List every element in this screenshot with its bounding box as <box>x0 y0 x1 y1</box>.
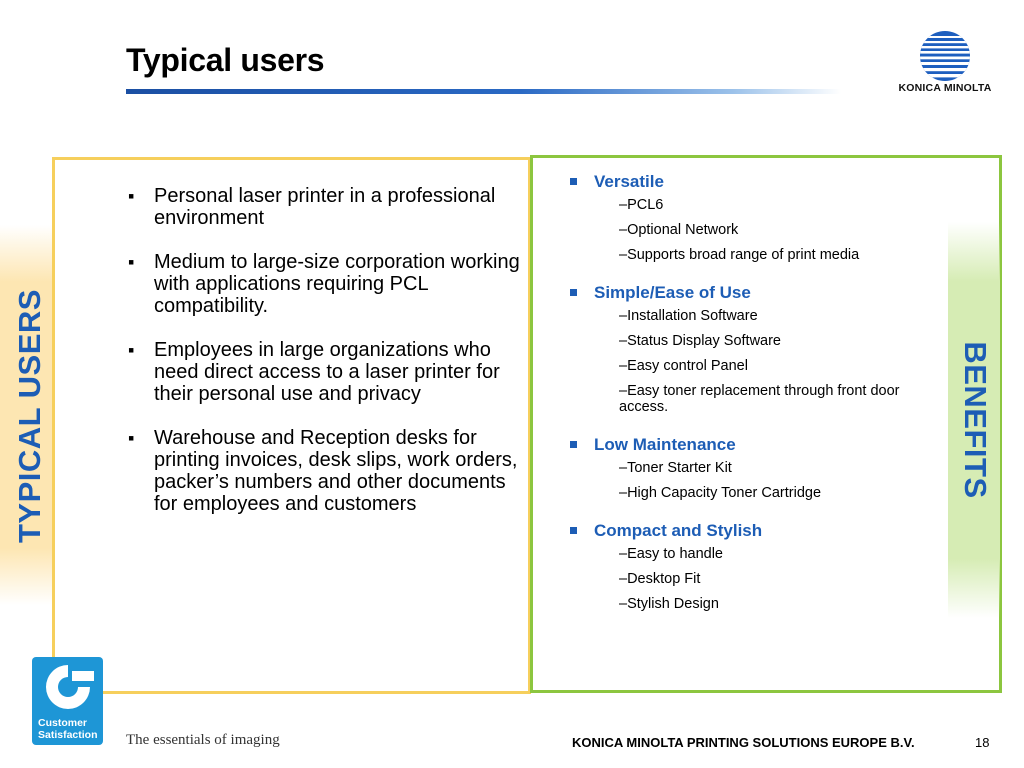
bullet-icon <box>570 289 577 296</box>
benefits-panel <box>530 155 1002 693</box>
benefit-heading-wrap: Simple/Ease of Use <box>568 283 918 303</box>
bullet-icon <box>570 178 577 185</box>
benefit-heading-wrap: Versatile <box>568 172 918 192</box>
typical-users-list: ▪ Personal laser printer in a professiona… <box>126 185 521 537</box>
bullet-icon <box>570 441 577 448</box>
brand-logo: KONICA MINOLTA <box>893 30 997 100</box>
typical-users-label: TYPICAL USERS <box>12 289 47 543</box>
page-number: 18 <box>975 735 990 750</box>
benefit-heading: Compact and Stylish <box>594 521 763 540</box>
brand-name: KONICA MINOLTA <box>898 82 992 94</box>
benefits-list: Versatile –PCL6 –Optional Network –Suppo… <box>568 172 918 632</box>
benefit-item: –Easy toner replacement through front do… <box>619 383 900 415</box>
company-name: KONICA MINOLTA PRINTING SOLUTIONS EUROPE… <box>572 735 915 750</box>
benefit-item: –Stylish Design <box>619 596 719 612</box>
list-item-text: Warehouse and Reception desks for printi… <box>154 427 518 515</box>
badge-line-1: Customer <box>38 717 88 729</box>
title-underline <box>126 89 841 94</box>
bullet-icon: ▪ <box>128 428 135 448</box>
list-item-text: Personal laser printer in a professional… <box>154 185 496 229</box>
benefit-item: –Optional Network <box>619 222 739 238</box>
typical-users-panel <box>52 157 531 694</box>
typical-users-band <box>0 225 52 605</box>
benefit-item: –Supports broad range of print media <box>619 247 860 263</box>
benefit-group: Versatile –PCL6 –Optional Network –Suppo… <box>568 172 918 263</box>
tagline: The essentials of imaging <box>126 732 280 748</box>
benefit-heading: Low Maintenance <box>594 435 736 454</box>
badge-line-2: Satisfaction <box>38 729 98 741</box>
list-item-text: Employees in large organizations who nee… <box>154 339 500 405</box>
benefit-heading-wrap: Low Maintenance <box>568 435 918 455</box>
benefit-group: Compact and Stylish –Easy to handle –Des… <box>568 521 918 612</box>
benefit-item: –Installation Software <box>619 308 758 324</box>
bullet-icon <box>570 527 577 534</box>
benefit-item: –Easy control Panel <box>619 358 748 374</box>
list-item: ▪ Employees in large organizations who ne… <box>126 339 521 405</box>
benefit-item: –Status Display Software <box>619 333 781 349</box>
bullet-icon: ▪ <box>128 252 135 272</box>
benefit-item: –Easy to handle <box>619 546 723 562</box>
benefit-item: –Toner Starter Kit <box>619 460 732 476</box>
slide-title: Typical users <box>126 42 325 78</box>
customer-satisfaction-badge: Customer Satisfaction <box>32 657 103 745</box>
benefit-heading: Simple/Ease of Use <box>594 283 751 302</box>
benefit-item: –High Capacity Toner Cartridge <box>619 485 822 501</box>
bullet-icon: ▪ <box>128 340 135 360</box>
list-item: ▪ Warehouse and Reception desks for print… <box>126 427 521 515</box>
badge-text: Customer Satisfaction <box>38 717 98 741</box>
benefit-heading-wrap: Compact and Stylish <box>568 521 918 541</box>
benefit-group: Low Maintenance –Toner Starter Kit –High… <box>568 435 918 501</box>
benefit-item: –Desktop Fit <box>619 571 701 587</box>
benefit-item: –PCL6 <box>619 197 664 213</box>
bullet-icon: ▪ <box>128 186 135 206</box>
benefit-heading: Versatile <box>594 172 664 191</box>
benefits-band <box>948 222 1000 618</box>
list-item: ▪ Personal laser printer in a professiona… <box>126 185 521 229</box>
list-item-text: Medium to large-size corporation working… <box>154 251 520 317</box>
list-item: ▪ Medium to large-size corporation workin… <box>126 251 521 317</box>
brand-globe-icon <box>920 31 970 81</box>
benefits-label: BENEFITS <box>958 341 993 499</box>
customer-satisfaction-icon <box>46 665 94 709</box>
benefit-group: Simple/Ease of Use –Installation Softwar… <box>568 283 918 415</box>
